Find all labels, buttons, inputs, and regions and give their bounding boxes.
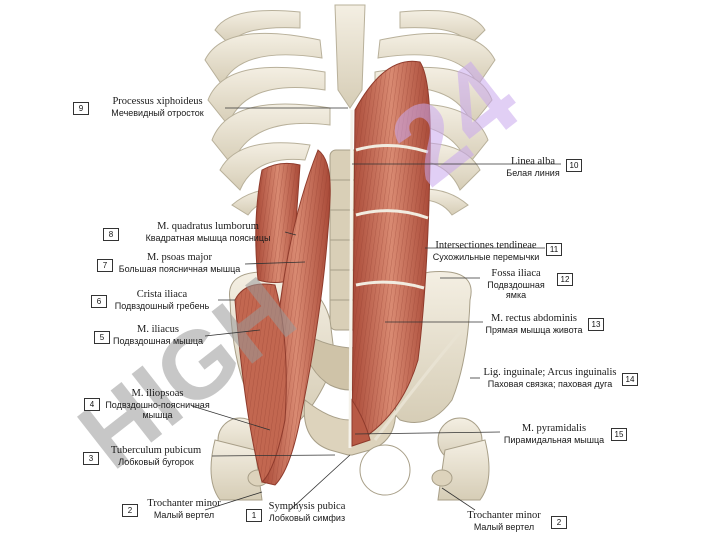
label-number: 13 bbox=[588, 318, 604, 331]
russian-name: Подвздошный гребень bbox=[114, 301, 210, 312]
russian-name: Подвздошная ямка bbox=[487, 280, 545, 301]
label-fossa-iliaca: Fossa iliaca Подвздошная ямка bbox=[482, 268, 550, 301]
latin-name: M. psoas major bbox=[146, 252, 213, 263]
label-number: 12 bbox=[557, 273, 573, 286]
sternum bbox=[334, 4, 366, 109]
russian-name: Малый вертел bbox=[473, 522, 535, 533]
label-rectus-abdominis: M. rectus abdominis Прямая мышца живота bbox=[483, 313, 585, 335]
russian-name: Подвздошно-поясничная мышца bbox=[105, 400, 210, 421]
latin-name: M. iliopsoas bbox=[131, 388, 184, 399]
russian-name: Сухожильные перемычки bbox=[432, 252, 540, 263]
russian-name: Пирамидальная мышца bbox=[503, 435, 605, 446]
russian-name: Белая линия bbox=[506, 168, 560, 179]
label-psoas-major: M. psoas major Большая поясничная мышца bbox=[112, 252, 247, 274]
label-pyramidalis: M. pyramidalis Пирамидальная мышца bbox=[500, 423, 608, 445]
inguinal-ligament bbox=[373, 329, 464, 441]
russian-name: Подвздошная мышца bbox=[113, 336, 203, 347]
russian-name: Большая поясничная мышца bbox=[118, 264, 241, 275]
russian-name: Лобковый бугорок bbox=[118, 457, 194, 468]
linea-alba bbox=[348, 109, 354, 449]
latin-name: M. pyramidalis bbox=[521, 423, 587, 434]
latin-name: M. quadratus lumborum bbox=[157, 221, 259, 232]
latin-name: Crista iliaca bbox=[136, 289, 188, 300]
latin-name: Intersectiones tendineae bbox=[435, 240, 537, 251]
russian-name: Лобковый симфиз bbox=[268, 513, 346, 524]
latin-name: Processus xiphoideus bbox=[112, 96, 203, 107]
label-linea-alba: Linea alba Белая линия bbox=[505, 156, 561, 178]
label-number: 11 bbox=[546, 243, 562, 256]
label-number: 2 bbox=[551, 516, 567, 529]
latin-name: Symphysis pubica bbox=[268, 501, 346, 512]
latin-name: Linea alba bbox=[510, 156, 555, 167]
label-processus-xiphoideus: Processus xiphoideus Мечевидный отросток bbox=[90, 96, 225, 118]
russian-name: Квадратная мышца поясницы bbox=[145, 233, 271, 244]
leader-lines bbox=[191, 107, 561, 511]
latin-name: M. iliacus bbox=[137, 324, 179, 335]
label-symphysis-pubica: Symphysis pubica Лобковый симфиз bbox=[262, 501, 352, 523]
label-number: 7 bbox=[97, 259, 113, 272]
label-quadratus-lumborum: M. quadratus lumborum Квадратная мышца п… bbox=[118, 221, 298, 243]
tendinous-intersections bbox=[355, 143, 429, 290]
label-number: 14 bbox=[622, 373, 638, 386]
label-trochanter-minor-left: Trochanter minor Малый вертел bbox=[138, 498, 230, 520]
latin-name: Trochanter minor bbox=[467, 510, 541, 521]
label-crista-iliaca: Crista iliaca Подвздошный гребень bbox=[106, 289, 218, 311]
label-trochanter-minor-right: Trochanter minor Малый вертел bbox=[458, 510, 550, 532]
russian-name: Малый вертел bbox=[153, 510, 215, 521]
label-number: 8 bbox=[103, 228, 119, 241]
latin-name: Tuberculum pubicum bbox=[110, 445, 202, 456]
label-number: 15 bbox=[611, 428, 627, 441]
label-number: 3 bbox=[83, 452, 99, 465]
label-number: 2 bbox=[122, 504, 138, 517]
russian-name: Мечевидный отросток bbox=[111, 108, 204, 119]
label-number: 6 bbox=[91, 295, 107, 308]
label-iliacus: M. iliacus Подвздошная мышца bbox=[108, 324, 208, 346]
label-number: 10 bbox=[566, 159, 582, 172]
label-iliopsoas: M. iliopsoas Подвздошно-поясничная мышца bbox=[100, 388, 215, 421]
latin-name: Lig. inguinale; Arcus inguinalis bbox=[483, 367, 617, 378]
label-number: 4 bbox=[84, 398, 100, 411]
russian-name: Паховая связка; паховая дуга bbox=[487, 379, 613, 390]
latin-name: Fossa iliaca bbox=[491, 268, 541, 279]
label-lig-inguinale: Lig. inguinale; Arcus inguinalis Паховая… bbox=[481, 367, 619, 389]
pyramidalis-muscle bbox=[351, 398, 371, 447]
latin-name: Trochanter minor bbox=[147, 498, 221, 509]
label-number: 5 bbox=[94, 331, 110, 344]
label-number: 9 bbox=[73, 102, 89, 115]
label-number: 1 bbox=[246, 509, 262, 522]
label-tuberculum-pubicum: Tuberculum pubicum Лобковый бугорок bbox=[100, 445, 212, 467]
label-intersectiones-tendineae: Intersectiones tendineae Сухожильные пер… bbox=[427, 240, 545, 262]
latin-name: M. rectus abdominis bbox=[490, 313, 578, 324]
russian-name: Прямая мышца живота bbox=[485, 325, 583, 336]
